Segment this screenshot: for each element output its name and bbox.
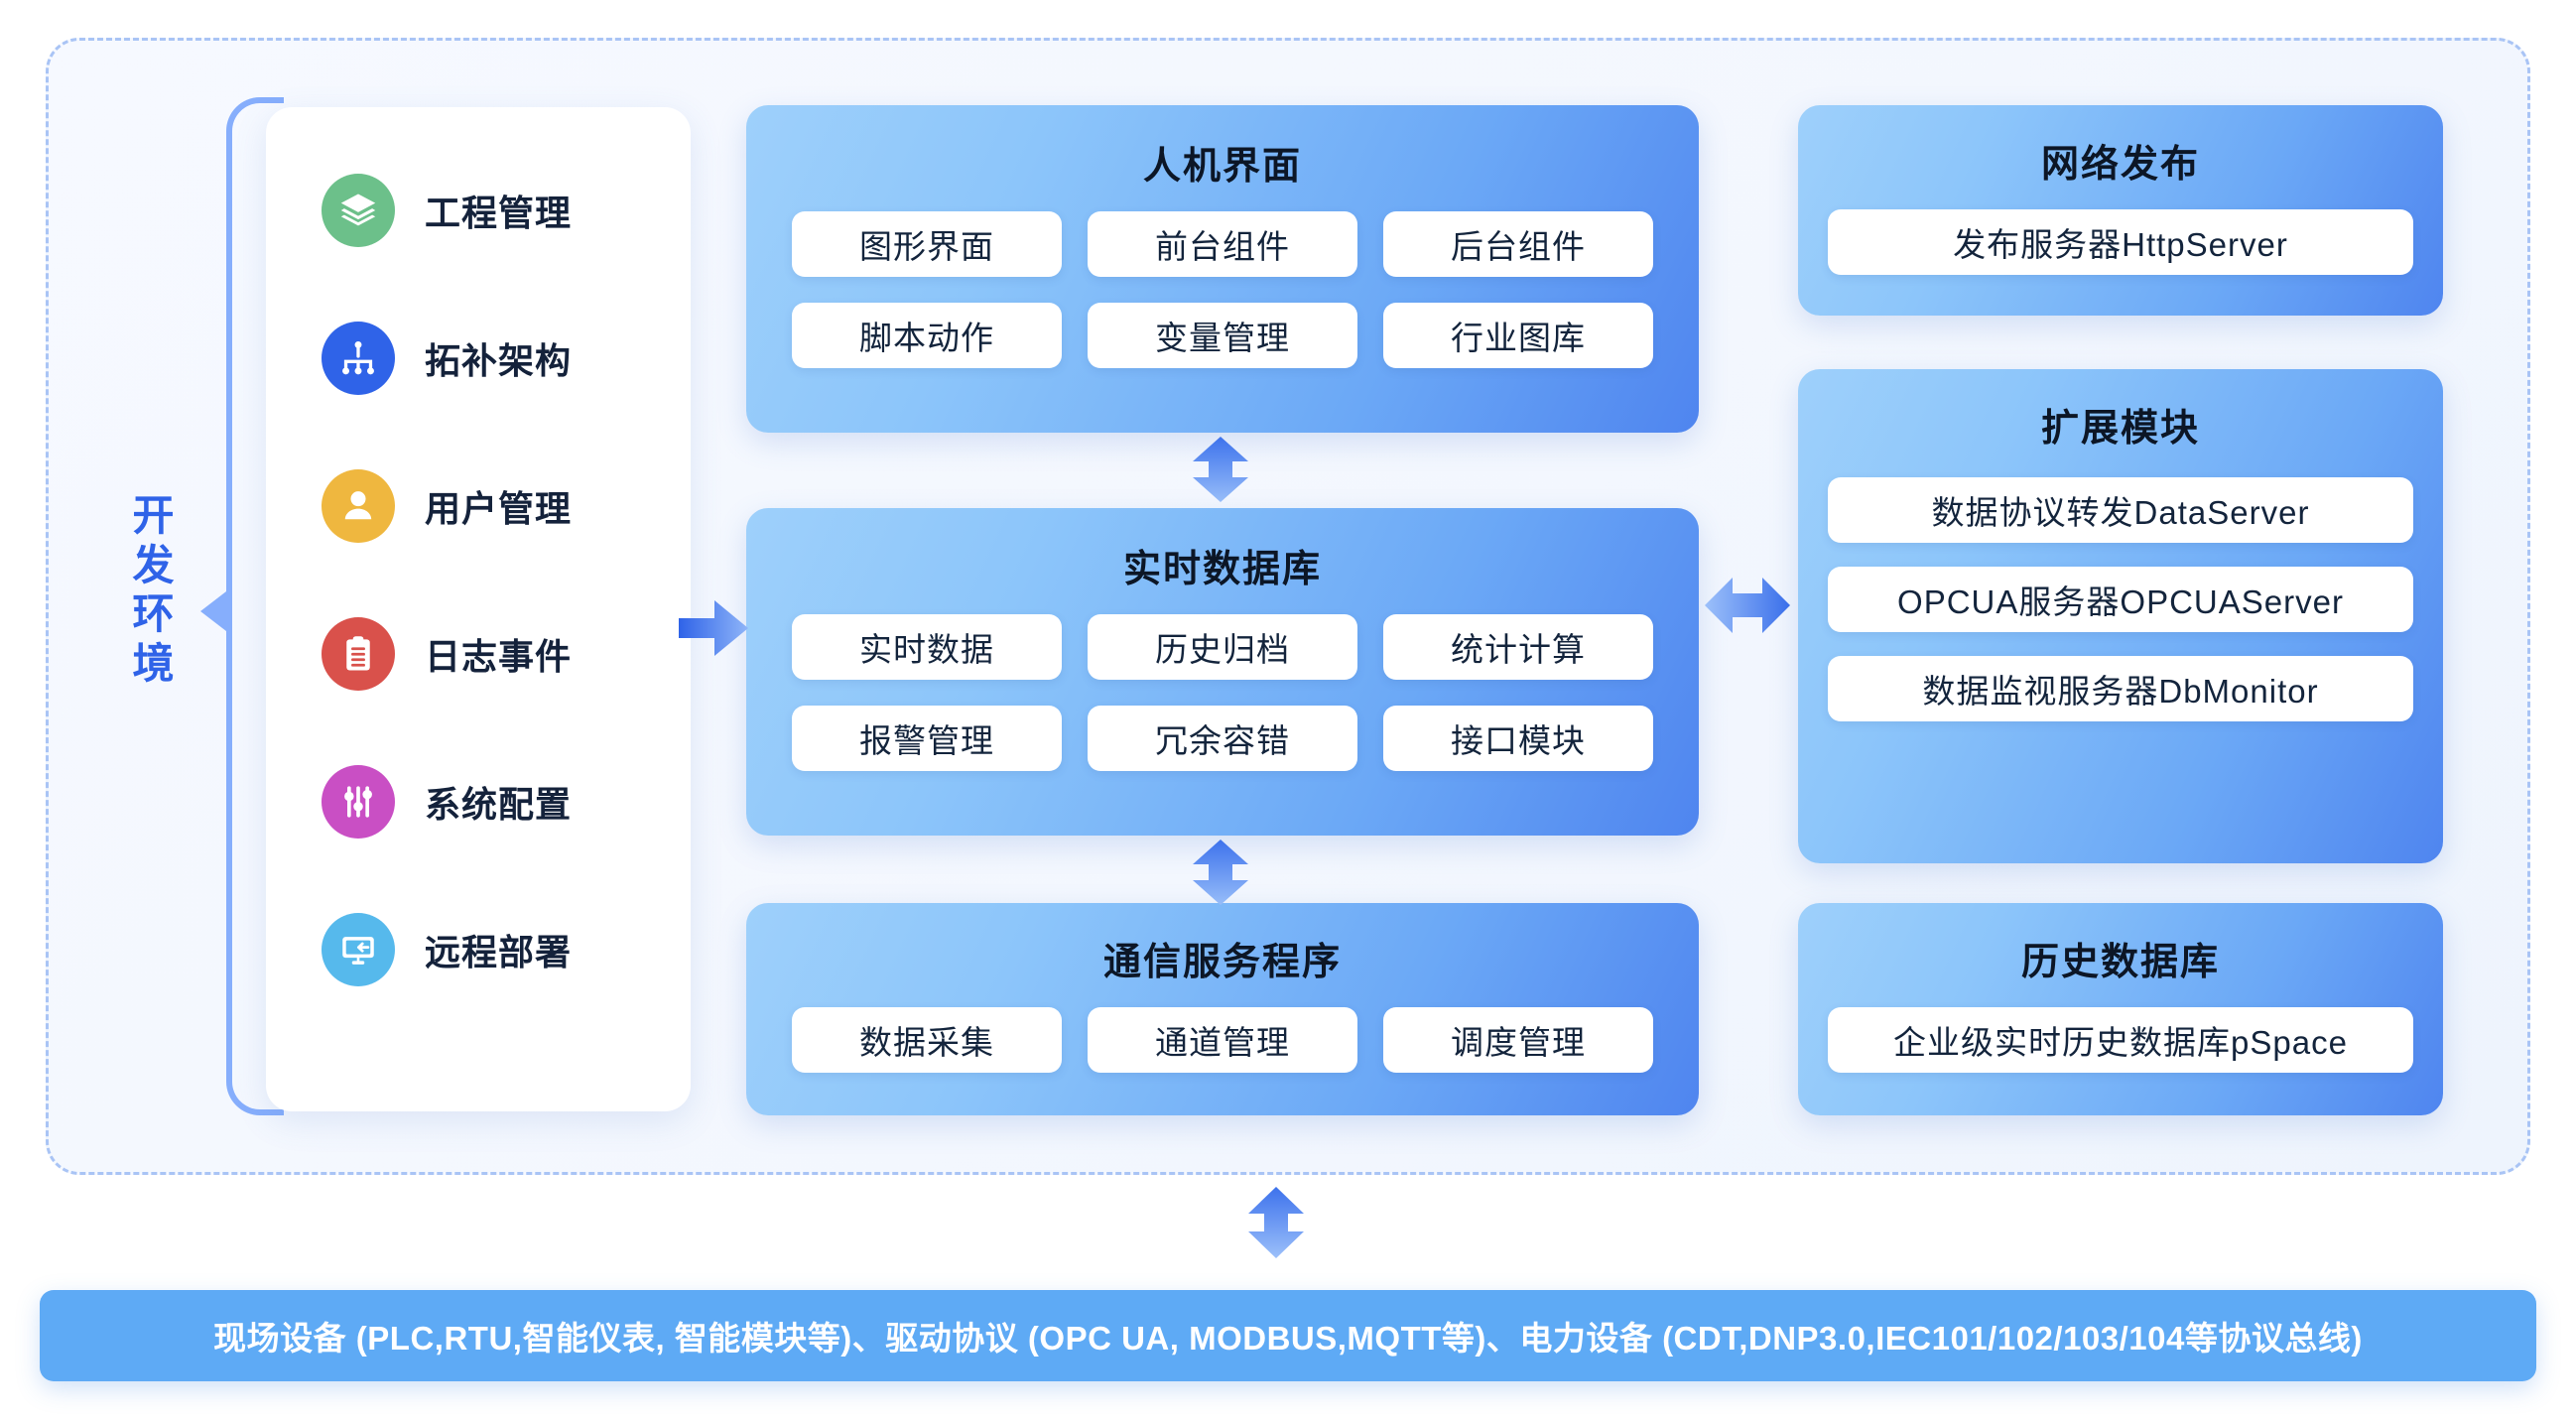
sliders-icon [322,765,395,839]
panel-web-publishing: 网络发布 发布服务器HttpServer [1798,105,2443,316]
panel-communication-service: 通信服务程序 数据采集 通道管理 调度管理 [746,903,1699,1115]
chip-item[interactable]: 调度管理 [1383,1007,1653,1073]
sidebar-item-label: 拓补架构 [425,340,573,381]
sidebar-item-project-management[interactable]: 工程管理 [322,153,671,268]
chip-item[interactable]: 历史归档 [1088,614,1357,680]
chip-item[interactable]: 接口模块 [1383,706,1653,771]
panel-extension-modules: 扩展模块 数据协议转发DataServer OPCUA服务器OPCUAServe… [1798,369,2443,863]
sidebar-item-label: 工程管理 [425,193,573,233]
sidebar-item-label: 日志事件 [425,636,573,677]
panel-realtime-database: 实时数据库 实时数据 历史归档 统计计算 报警管理 冗余容错 接口模块 [746,508,1699,836]
chip-item[interactable]: 变量管理 [1088,303,1357,368]
sidebar-item-topology-architecture[interactable]: 拓补架构 [322,301,671,416]
panel-title: 人机界面 [1142,146,1302,188]
chip-item[interactable]: 前台组件 [1088,211,1357,277]
development-tools-list: 工程管理 拓补架构 [322,153,671,1007]
layers-icon [322,174,395,247]
user-icon [322,469,395,543]
development-tools-card: 工程管理 拓补架构 [266,107,691,1111]
sidebar-item-label: 远程部署 [425,932,573,972]
panel-title: 通信服务程序 [1102,942,1342,983]
clipboard-icon [322,617,395,691]
panel-chip-group: 数据采集 通道管理 调度管理 [746,1007,1699,1073]
arrow-up-down-icon [1246,1187,1306,1258]
chip-item[interactable]: 数据协议转发DataServer [1828,477,2413,543]
panel-title: 实时数据库 [1122,549,1322,590]
sidebar-item-system-configuration[interactable]: 系统配置 [322,744,671,859]
panel-title: 扩展模块 [2040,408,2200,450]
arrow-right-icon [679,595,748,661]
chip-item[interactable]: 图形界面 [792,211,1062,277]
sidebar-item-log-events[interactable]: 日志事件 [322,596,671,712]
device-protocol-text: 现场设备 (PLC,RTU,智能仪表, 智能模块等)、驱动协议 (OPC UA,… [213,1320,2363,1357]
sidebar-item-user-management[interactable]: 用户管理 [322,449,671,564]
chip-item[interactable]: 数据采集 [792,1007,1062,1073]
chip-item[interactable]: 实时数据 [792,614,1062,680]
panel-title: 网络发布 [2040,144,2200,186]
sidebar-item-label: 用户管理 [425,488,573,529]
arrow-up-down-icon [1191,840,1250,905]
chip-item[interactable]: 企业级实时历史数据库pSpace [1828,1007,2413,1073]
chip-item[interactable]: 数据监视服务器DbMonitor [1828,656,2413,721]
panel-chip-group: 实时数据 历史归档 统计计算 报警管理 冗余容错 接口模块 [746,614,1699,771]
panel-hmi: 人机界面 图形界面 前台组件 后台组件 脚本动作 变量管理 行业图库 [746,105,1699,433]
chip-item[interactable]: 通道管理 [1088,1007,1357,1073]
panel-chip-group: 图形界面 前台组件 后台组件 脚本动作 变量管理 行业图库 [746,211,1699,368]
chip-item[interactable]: 冗余容错 [1088,706,1357,771]
device-protocol-bar: 现场设备 (PLC,RTU,智能仪表, 智能模块等)、驱动协议 (OPC UA,… [40,1290,2536,1381]
monitor-icon [322,913,395,986]
arrow-up-down-icon [1191,437,1250,502]
env-label-char: 境 [132,639,176,687]
panel-chip-group: 数据协议转发DataServer OPCUA服务器OPCUAServer 数据监… [1798,477,2443,721]
sidebar-item-label: 系统配置 [425,784,573,825]
env-label-char: 环 [132,590,176,638]
development-environment-label: 开 发 环 境 [117,491,191,688]
chip-item[interactable]: 后台组件 [1383,211,1653,277]
panel-chip-group: 企业级实时历史数据库pSpace [1798,1007,2443,1073]
chip-item[interactable]: 行业图库 [1383,303,1653,368]
env-label-char: 发 [132,541,176,588]
chip-item[interactable]: OPCUA服务器OPCUAServer [1828,567,2413,632]
panel-historical-database: 历史数据库 企业级实时历史数据库pSpace [1798,903,2443,1115]
development-environment-bracket [226,97,284,1115]
chip-item[interactable]: 发布服务器HttpServer [1828,209,2413,275]
arrow-left-right-icon [1705,576,1790,635]
panel-title: 历史数据库 [2020,942,2220,983]
chip-item[interactable]: 报警管理 [792,706,1062,771]
sitemap-icon [322,322,395,395]
panel-chip-group: 发布服务器HttpServer [1798,209,2443,275]
chip-item[interactable]: 统计计算 [1383,614,1653,680]
chip-item[interactable]: 脚本动作 [792,303,1062,368]
sidebar-item-remote-deployment[interactable]: 远程部署 [322,892,671,1007]
bracket-pointer-icon [200,591,226,631]
env-label-char: 开 [132,492,176,539]
